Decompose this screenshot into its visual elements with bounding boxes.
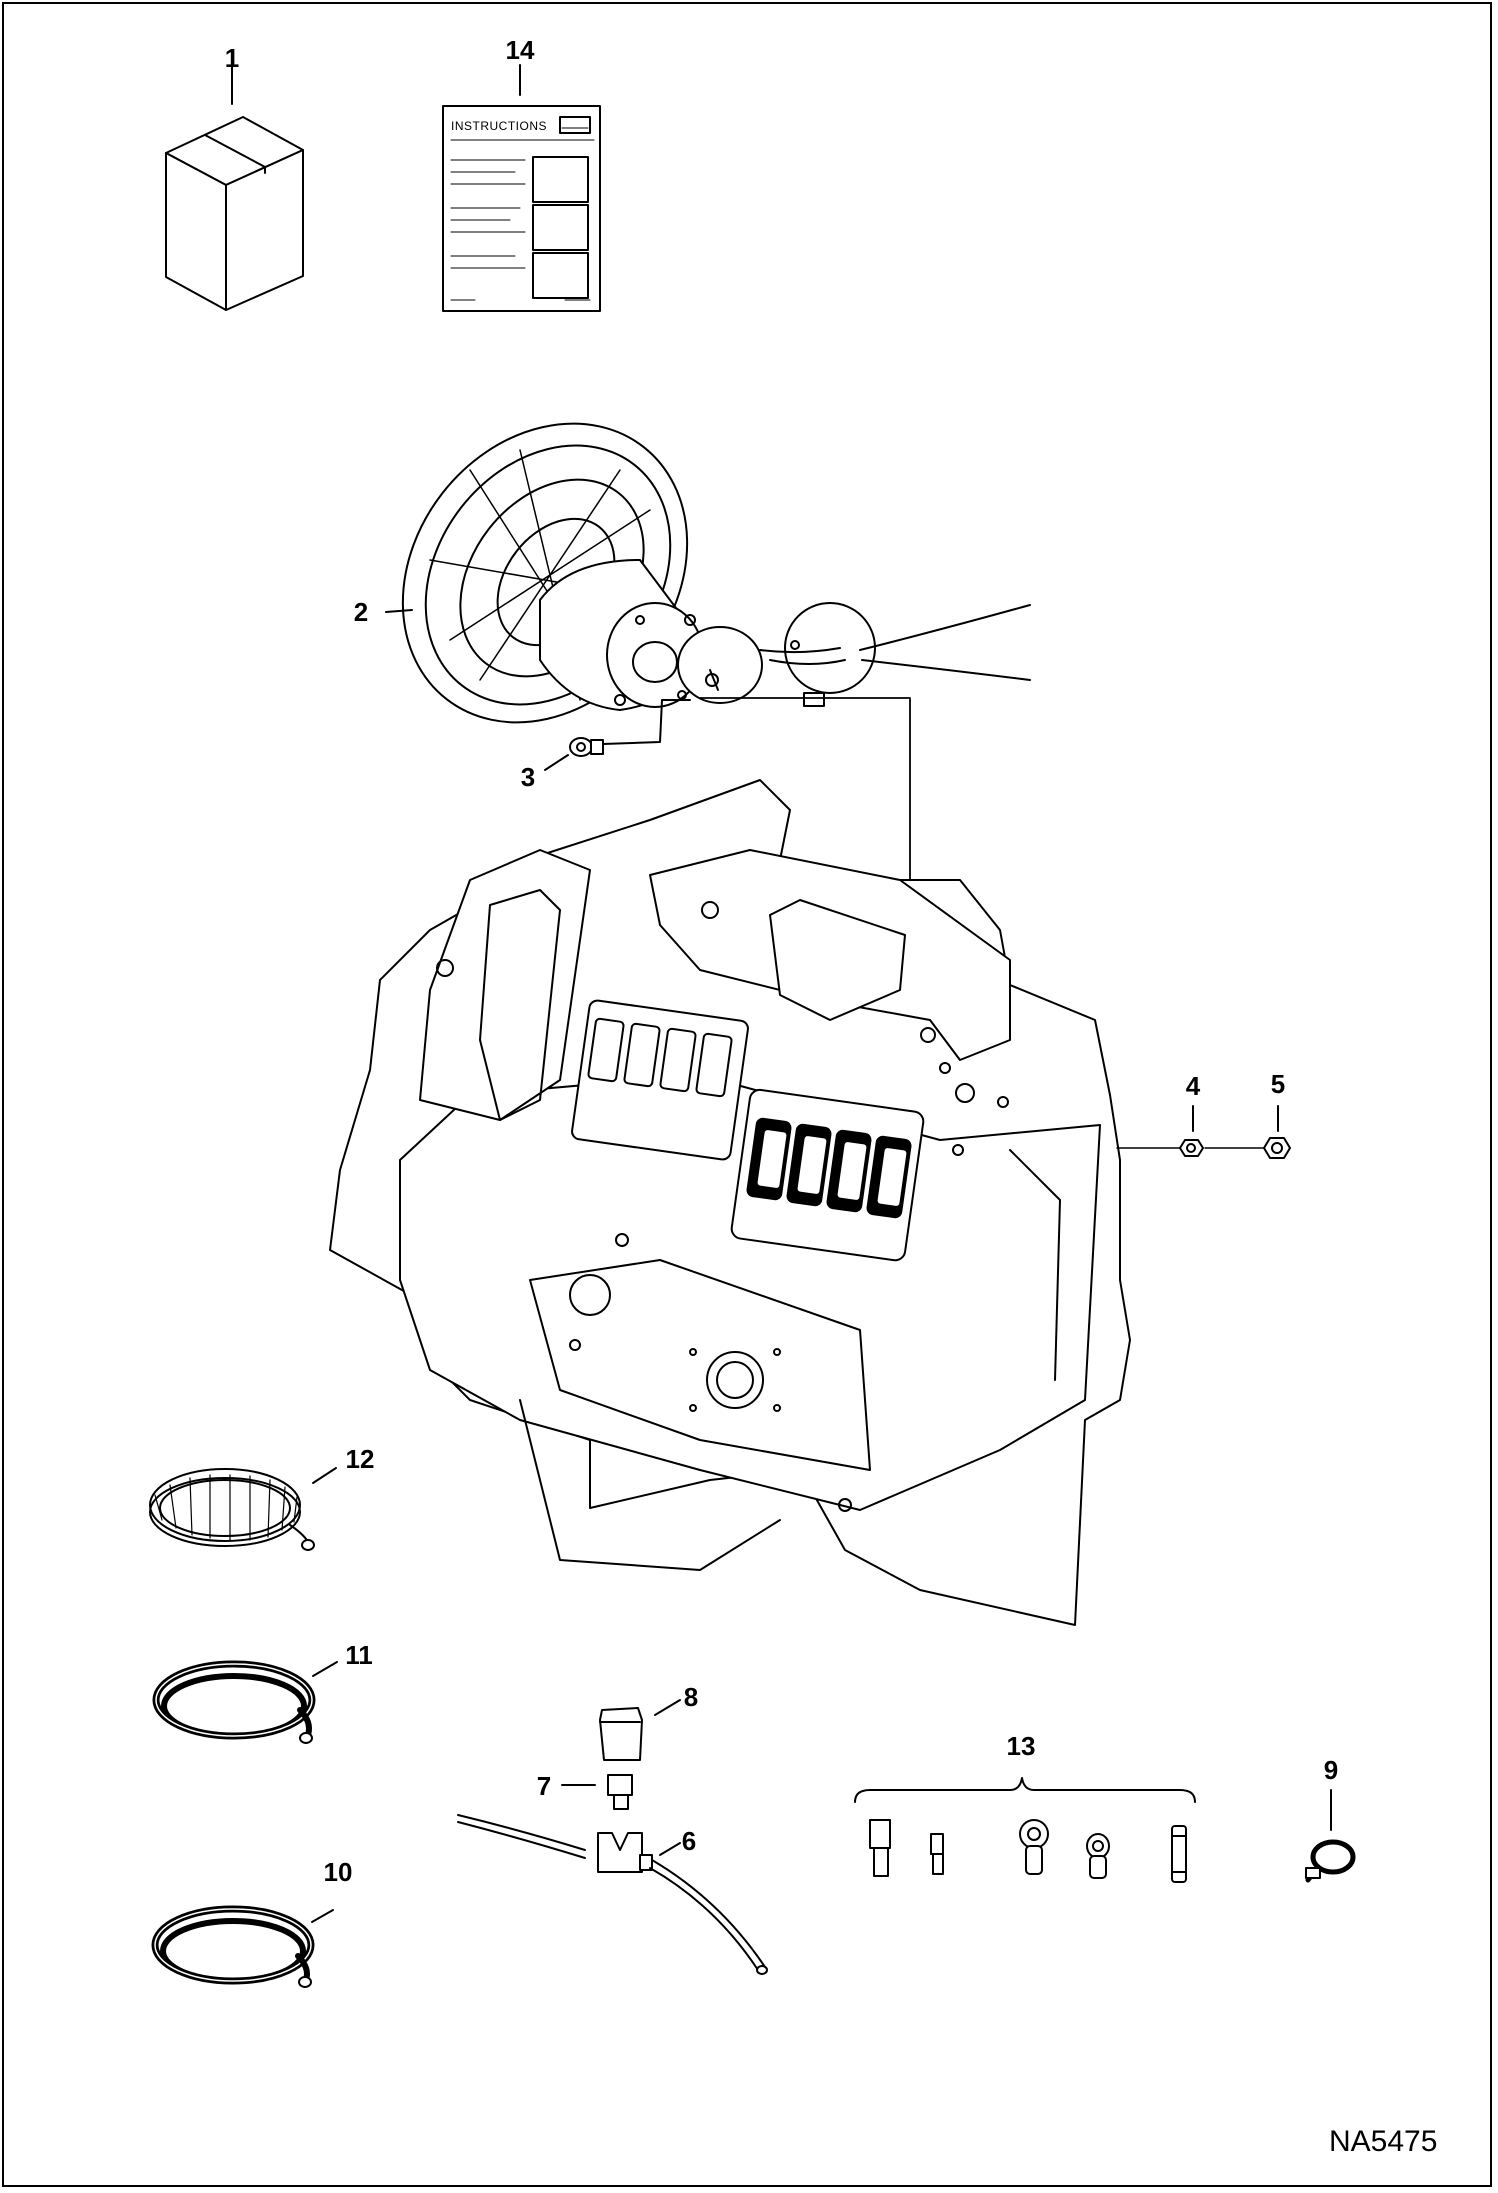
- callout-5: 5: [1270, 1069, 1286, 1099]
- callout-6: 6: [681, 1826, 697, 1856]
- callout-7: 7: [536, 1771, 552, 1801]
- hose-coil-11: [152, 1660, 338, 1744]
- terminals-group: [854, 1777, 1196, 1883]
- fuse-cover: [599, 1699, 681, 1761]
- hose-coil-10: [151, 1905, 334, 1988]
- instrument-panel: [329, 779, 1181, 1626]
- instructions-booklet: [442, 64, 601, 312]
- fuse-holder: [457, 1814, 768, 1975]
- kit-box: [165, 62, 304, 311]
- callout-3: 3: [520, 762, 536, 792]
- booklet-title: INSTRUCTIONS: [451, 119, 547, 133]
- nut-4: [1179, 1105, 1204, 1157]
- drawing-number: NA5475: [1329, 2125, 1438, 2158]
- cable-tie: [1305, 1789, 1356, 1883]
- nut-5: [1204, 1105, 1291, 1159]
- spiral-wrap: [149, 1467, 337, 1551]
- callout-13: 13: [1006, 1731, 1036, 1761]
- fuse: [561, 1774, 633, 1810]
- callout-12: 12: [345, 1444, 375, 1474]
- callout-11: 11: [345, 1640, 373, 1670]
- callout-1: 1: [224, 43, 240, 73]
- callout-4: 4: [1185, 1071, 1201, 1101]
- fan-assembly: [385, 422, 1031, 724]
- callout-9: 9: [1323, 1755, 1339, 1785]
- screw: [544, 699, 691, 771]
- callout-14: 14: [505, 35, 535, 65]
- callout-2: 2: [353, 597, 369, 627]
- callout-8: 8: [683, 1682, 699, 1712]
- callout-10: 10: [323, 1857, 353, 1887]
